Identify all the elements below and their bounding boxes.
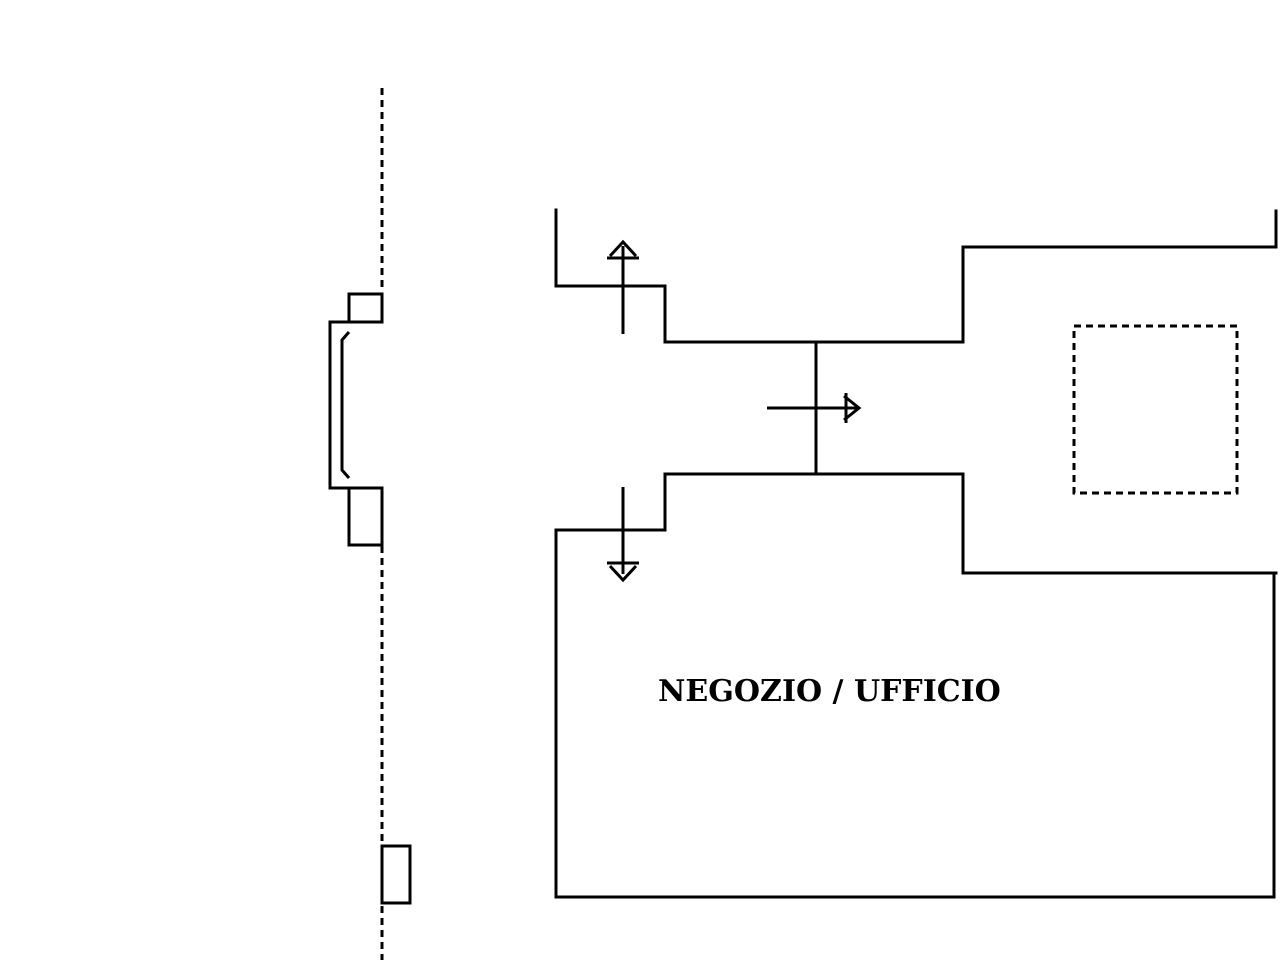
building-wall-lower [554,472,1278,899]
building-wall-upper [554,208,1278,344]
arrow-up-icon [607,239,639,334]
room-label: NEGOZIO / UFFICIO [658,674,1001,709]
arrow-right-icon [767,393,862,423]
arrow-down-icon [607,487,639,583]
boundary-fixture [328,292,384,547]
dashed-void [1072,324,1239,495]
boundary-post [380,844,412,905]
